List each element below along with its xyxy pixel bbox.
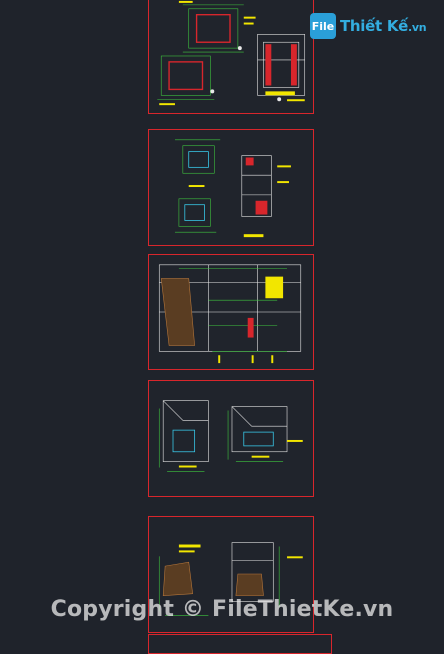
drawing-sheet-1[interactable] (148, 0, 314, 114)
sheet-5-drawing (158, 542, 303, 616)
sheet-2-drawing (174, 139, 291, 238)
sheet-1-drawing (157, 0, 306, 106)
sheet-3-drawing (158, 264, 302, 364)
drawing-sheet-6-partial[interactable] (148, 634, 332, 654)
drawing-sheet-2[interactable] (148, 129, 314, 246)
copyright-watermark: Copyright © FileThietKe.vn (50, 597, 394, 622)
sheet-4-drawing (158, 400, 303, 472)
logo-mark: File (310, 13, 336, 39)
logo-suffix: .vn (408, 21, 427, 34)
logo-title: Thiết Kế (340, 17, 409, 35)
drawing-sheet-4[interactable] (148, 380, 314, 497)
cad-drawing-canvas: File Thiết Kế.vn Copyright © FileThietKe… (50, 0, 430, 654)
drawing-sheet-3[interactable] (148, 254, 314, 370)
drawing-sheet-5[interactable] (148, 516, 314, 633)
brand-logo: File Thiết Kế.vn (310, 12, 430, 40)
logo-text: Thiết Kế.vn (340, 17, 427, 35)
